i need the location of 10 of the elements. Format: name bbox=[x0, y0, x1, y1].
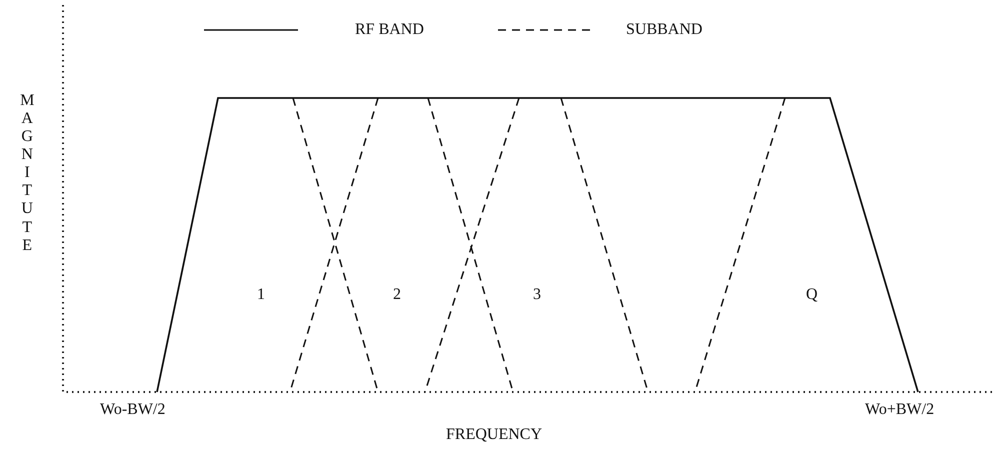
frequency-label: Wo+BW/2 bbox=[865, 402, 934, 418]
subband-number: Q bbox=[806, 287, 818, 303]
subband-number: 2 bbox=[393, 287, 401, 303]
legend-label: SUBBAND bbox=[626, 22, 702, 38]
subband-number: 1 bbox=[257, 287, 265, 303]
frequency-label: Wo-BW/2 bbox=[100, 402, 166, 418]
axis-label: FREQUENCY bbox=[446, 427, 542, 443]
legend-label: RF BAND bbox=[355, 22, 424, 38]
subband-number: 3 bbox=[533, 287, 541, 303]
axis-label: MAGNITUTE bbox=[20, 92, 34, 255]
